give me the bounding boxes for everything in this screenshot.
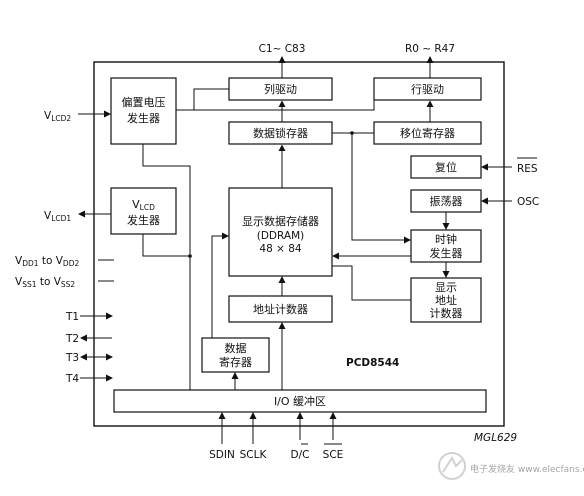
clock-generator-label-line2: 发生器 <box>430 246 463 260</box>
display-address-label-line3: 计数器 <box>430 307 463 320</box>
address-counter-block <box>228 295 333 323</box>
data-latch-label: 数据锁存器 <box>253 126 308 140</box>
watermark-text: 电子发烧友 www.elecfans.com <box>470 463 584 475</box>
column-outputs-label: C1~ C83 <box>259 43 306 55</box>
pin-sce-label: SCE <box>323 449 344 461</box>
column-driver-label: 列驱动 <box>264 82 297 96</box>
shift-register-label: 移位寄存器 <box>400 126 455 140</box>
pin-sdin-label: SDIN <box>209 449 235 461</box>
ddram-label-line1: 显示数据存储器 <box>242 214 319 228</box>
ddram-label-line3: 48 × 84 <box>259 243 302 255</box>
bias-voltage-label-line2: 发生器 <box>127 111 160 125</box>
row-outputs-label: R0 ~ R47 <box>405 43 455 55</box>
vlcd-generator-block <box>110 187 177 235</box>
io-buffer-label: I/O 缓冲区 <box>274 394 326 408</box>
row-driver-label: 行驱动 <box>411 83 444 96</box>
ddram-block <box>228 187 333 277</box>
column-output-arrow <box>278 56 286 63</box>
chip-outline <box>93 61 505 427</box>
ddram-label-line2: (DDRAM) <box>257 230 304 242</box>
pin-t4-label: T4 <box>65 373 79 385</box>
data-register-label-line1: 数据 <box>225 341 247 355</box>
pin-vss-label: VSS1 to VSS2 <box>15 276 75 289</box>
pin-osc-label: OSC <box>517 196 539 208</box>
pin-dc-label: D/C <box>291 449 310 461</box>
vlcd-generator-label-line2: 发生器 <box>127 213 160 227</box>
pin-sclk-label: SCLK <box>240 449 268 461</box>
clock-generator-label-line1: 时钟 <box>435 232 457 246</box>
pin-t3-label: T3 <box>65 352 79 364</box>
bias-voltage-generator-block <box>110 77 177 145</box>
elecfans-watermark-logo <box>438 452 466 480</box>
pin-vlcd1-label: VLCD1 <box>44 210 71 223</box>
pin-t1-label: T1 <box>65 311 79 323</box>
data-register-label-line2: 寄存器 <box>219 355 252 369</box>
address-counter-label: 地址计数器 <box>253 302 308 316</box>
vlcd-generator-label-line1: VLCD <box>132 198 155 212</box>
chip-name-label: PCD8544 <box>346 357 399 369</box>
pin-res-label: RES <box>517 163 538 175</box>
row-driver-block <box>373 77 482 101</box>
figure-id-label: MGL629 <box>474 432 517 444</box>
pin-vlcd2-label: VLCD2 <box>44 110 71 123</box>
bias-voltage-label-line1: 偏置电压 <box>122 95 166 109</box>
pin-t2-label: T2 <box>65 333 79 345</box>
row-output-arrow <box>426 56 434 63</box>
display-address-label-line1: 显示 <box>435 281 457 294</box>
data-register-block <box>201 337 270 373</box>
reset-label: 复位 <box>435 160 457 174</box>
pin-vdd-label: VDD1 to VDD2 <box>15 255 79 268</box>
oscillator-label: 振荡器 <box>430 194 463 208</box>
display-address-label-line2: 地址 <box>435 293 457 307</box>
